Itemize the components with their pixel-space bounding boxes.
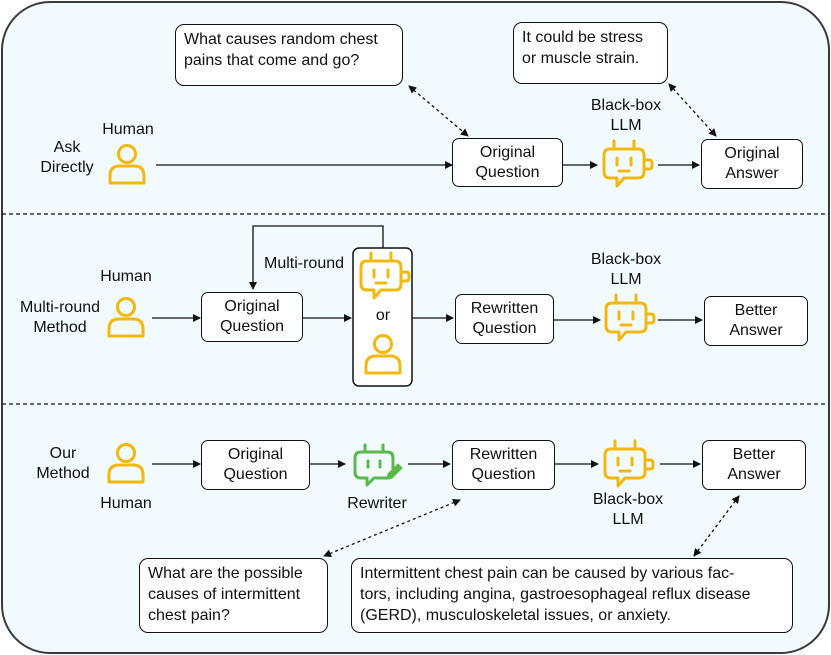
box-line: Question bbox=[471, 466, 536, 483]
box-line: Question bbox=[472, 320, 537, 337]
rewriter-robot-icon bbox=[353, 443, 403, 487]
human-icon bbox=[364, 334, 402, 375]
box-line: Answer bbox=[725, 165, 779, 182]
original-question-box-3: Original Question bbox=[201, 440, 310, 490]
box-line: Rewritten bbox=[469, 446, 538, 463]
original-answer-box: Original Answer bbox=[701, 139, 803, 189]
box-line: Original bbox=[224, 298, 280, 315]
bubble-line: It could be stress bbox=[522, 29, 643, 46]
answer-bubble-1: It could be stress or muscle strain. bbox=[513, 22, 668, 84]
llm-label-line: LLM bbox=[612, 511, 644, 528]
row-label-line: Our bbox=[49, 445, 77, 462]
human-label-2: Human bbox=[100, 268, 152, 285]
llm-label-2: Black-box LLM bbox=[586, 250, 666, 290]
human-label-1: Human bbox=[102, 121, 154, 138]
rewriter-label: Rewriter bbox=[347, 495, 407, 512]
bubble-line: causes of intermittent bbox=[148, 586, 301, 603]
row-label-ask-directly: Ask Directly bbox=[30, 138, 104, 178]
row-label-our-method: Our Method bbox=[28, 444, 98, 484]
row-label-line: Ask bbox=[53, 139, 81, 156]
better-answer-box-3: Better Answer bbox=[702, 440, 806, 490]
human-label-3: Human bbox=[100, 495, 152, 512]
llm-label-3: Black-box LLM bbox=[588, 490, 668, 530]
box-line: Original bbox=[479, 143, 536, 161]
better-answer-box-2: Better Answer bbox=[704, 296, 808, 346]
llm-label-line: Black-box bbox=[590, 97, 662, 114]
llm-label-line: Black-box bbox=[592, 491, 664, 508]
multi-round-loop-label: Multi-round bbox=[263, 255, 345, 272]
original-question-box-1: Original Question bbox=[452, 138, 563, 187]
box-line: Better bbox=[734, 302, 778, 319]
or-label: or bbox=[375, 307, 391, 324]
box-line: Answer bbox=[727, 466, 781, 483]
bubble-line: chest pain? bbox=[148, 607, 230, 624]
box-line: Answer bbox=[729, 322, 783, 339]
bubble-line: Intermittent chest pain can be caused by… bbox=[360, 565, 735, 582]
row-label-line: Method bbox=[36, 465, 90, 482]
dashed-link-question-1 bbox=[408, 85, 469, 137]
row-label-multi-round: Multi-round Method bbox=[8, 298, 112, 338]
llm-label-line: Black-box bbox=[590, 251, 662, 268]
bubble-line: (GERD), musculoskeletal issues, or anxie… bbox=[360, 607, 671, 624]
bubble-line: What are the possible bbox=[148, 565, 303, 582]
box-line: Question bbox=[219, 318, 285, 335]
question-bubble-3: What are the possible causes of intermit… bbox=[139, 558, 328, 633]
box-line: Rewritten bbox=[470, 300, 539, 317]
dashed-link-answer-3 bbox=[693, 495, 740, 557]
llm-label-line: LLM bbox=[610, 271, 642, 288]
bubble-line: What causes random chest bbox=[184, 31, 378, 48]
robot-icon bbox=[604, 293, 656, 342]
bubble-line: tors, including angina, gastroesophageal… bbox=[360, 586, 751, 603]
dashed-link-question-3 bbox=[323, 498, 461, 558]
human-icon bbox=[107, 443, 145, 484]
original-question-box-2: Original Question bbox=[201, 292, 303, 342]
box-line: Original bbox=[724, 145, 780, 162]
answer-bubble-3: Intermittent chest pain can be caused by… bbox=[351, 558, 793, 633]
llm-label-line: LLM bbox=[610, 117, 642, 134]
human-icon bbox=[107, 297, 145, 338]
box-line: Question bbox=[223, 466, 288, 483]
llm-label-1: Black-box LLM bbox=[586, 96, 666, 136]
bubble-line: pains that come and go? bbox=[184, 52, 360, 69]
rewritten-question-box-2: Rewritten Question bbox=[455, 294, 554, 344]
robot-icon bbox=[603, 439, 655, 488]
row-label-line: Multi-round bbox=[19, 299, 101, 316]
helper-container bbox=[352, 247, 413, 387]
bubble-line: or muscle strain. bbox=[522, 50, 640, 67]
box-line: Better bbox=[732, 446, 776, 463]
multi-round-loop-arrow bbox=[249, 225, 384, 290]
box-line: Question bbox=[475, 163, 540, 181]
robot-icon bbox=[359, 251, 411, 300]
question-bubble-1: What causes random chest pains that come… bbox=[175, 24, 403, 86]
robot-icon bbox=[602, 139, 654, 188]
rewritten-question-box-3: Rewritten Question bbox=[452, 440, 555, 490]
row-label-line: Method bbox=[33, 319, 87, 336]
box-line: Original bbox=[227, 446, 284, 463]
row-label-line: Directly bbox=[40, 159, 94, 176]
human-icon bbox=[108, 144, 146, 185]
